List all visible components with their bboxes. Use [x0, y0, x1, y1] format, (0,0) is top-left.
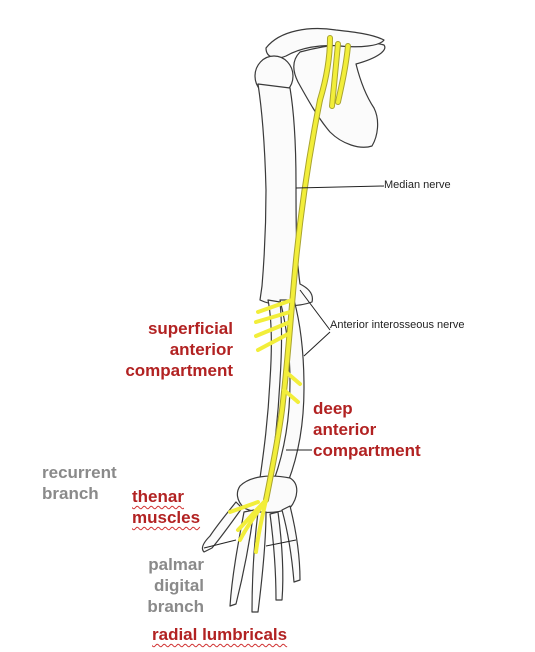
- little-finger: [281, 505, 301, 583]
- deep-line-2: anterior: [313, 420, 377, 439]
- deep-line-3: compartment: [313, 441, 421, 460]
- median-nerve-drawing: [228, 35, 351, 554]
- recurrent-line-1: recurrent: [42, 463, 117, 482]
- median-nerve-label: Median nerve: [384, 179, 451, 191]
- palmar-line-2: digital: [153, 576, 204, 595]
- anterior-interosseous-label: Anterior interosseous nerve: [330, 319, 465, 331]
- superficial-line-2: anterior: [169, 340, 233, 359]
- superficial-line-3: compartment: [125, 361, 233, 380]
- middle-finger: [251, 511, 267, 613]
- leader-lines: [203, 185, 385, 549]
- palmar-line-1: palmar: [148, 555, 204, 574]
- thenar-line-1: thenar: [132, 487, 184, 506]
- thumb: [201, 501, 243, 553]
- thenar-line-2: muscles: [132, 508, 201, 527]
- recurrent-branch-label: recurrent branch: [42, 462, 117, 504]
- radial-lumbricals-label: radial lumbricals: [152, 624, 287, 645]
- radial-lumbricals-text: radial lumbricals: [152, 625, 288, 644]
- recurrent-line-2: branch: [42, 484, 99, 503]
- ring-finger: [269, 511, 284, 601]
- palmar-line-3: branch: [147, 597, 204, 616]
- palmar-digital-branch-label: palmar digital branch: [147, 554, 204, 617]
- superficial-line-1: superficial: [147, 319, 233, 338]
- index-finger: [229, 509, 255, 607]
- clavicle: [265, 27, 385, 59]
- humerus: [257, 83, 313, 307]
- deep-compartment-label: deep anterior compartment: [313, 398, 421, 461]
- deep-line-1: deep: [313, 399, 353, 418]
- thenar-muscles-label: thenar muscles: [132, 486, 200, 528]
- superficial-compartment-label: superficial anterior compartment: [125, 318, 233, 381]
